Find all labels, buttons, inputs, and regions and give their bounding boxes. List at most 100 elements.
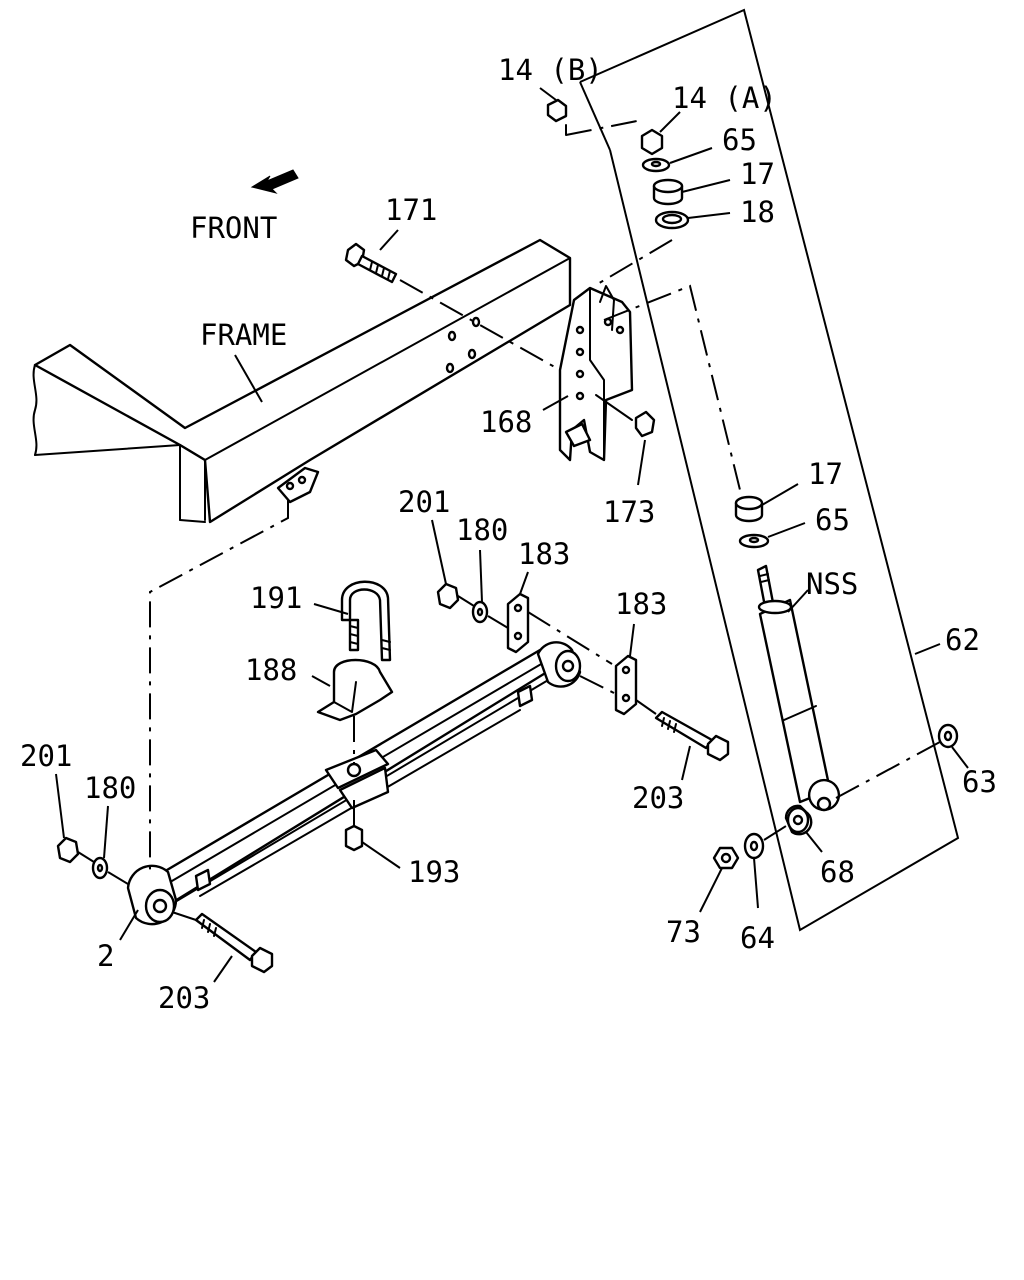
leader-73 (699, 867, 723, 913)
callout-168: 168 (480, 405, 532, 439)
leader-180-left (103, 805, 109, 859)
washer-64 (743, 832, 765, 860)
bushing-17-mid (734, 495, 764, 523)
leader-64 (753, 857, 759, 909)
callout-62: 62 (945, 623, 980, 657)
leader-14b (539, 87, 557, 101)
frame-leader (234, 354, 263, 403)
axis-203-right (635, 699, 657, 715)
leader-17-top (681, 179, 731, 193)
axis-63 (835, 741, 941, 799)
saddle-188 (316, 658, 394, 722)
leader-17-mid (761, 483, 799, 506)
callout-173: 173 (603, 495, 655, 529)
washer-180-left (91, 856, 109, 880)
leader-203-right (681, 745, 691, 781)
callout-68: 68 (820, 855, 855, 889)
axis-shackle (487, 611, 613, 665)
leader-201-left (55, 773, 65, 839)
leader-203-left (213, 955, 233, 983)
frame-rail (32, 238, 572, 524)
shackle-plate-183-a (506, 592, 530, 654)
axis-203-left (171, 911, 197, 921)
leader-62 (914, 643, 941, 655)
leader-188 (311, 675, 331, 687)
bushing-17-top (652, 178, 684, 206)
front-label: FRONT (190, 211, 277, 245)
axis-shock-top (603, 284, 741, 491)
washer-65-top (641, 157, 671, 173)
leader-168 (542, 395, 569, 411)
washer-65-mid (738, 533, 770, 549)
leader-18 (687, 212, 731, 219)
callout-65-top: 65 (722, 123, 757, 157)
callout-183-b: 183 (615, 587, 667, 621)
callout-171: 171 (385, 193, 437, 227)
callout-2: 2 (97, 939, 114, 973)
leader-65-mid (767, 522, 806, 538)
leader-65-top (669, 147, 713, 164)
leader-14a (659, 111, 681, 133)
u-bolt-191 (340, 580, 392, 662)
shock-absorber-nss (756, 564, 841, 812)
washer-180-right (471, 600, 489, 624)
leader-193 (361, 841, 401, 869)
axis-68 (763, 825, 787, 841)
callout-201-left: 201 (20, 739, 72, 773)
bolt-171 (344, 242, 398, 284)
callout-14a: 14 (A) (672, 81, 777, 115)
callout-18: 18 (740, 195, 775, 229)
axis-180-right (457, 595, 475, 607)
callout-180-right: 180 (456, 513, 508, 547)
leader-201-right (431, 519, 447, 585)
callout-188: 188 (245, 653, 297, 687)
callout-65-mid: 65 (815, 503, 850, 537)
leader-183-b (629, 623, 635, 657)
front-arrow-icon (250, 169, 299, 194)
leader-nss (787, 589, 809, 613)
leader-183-a (519, 571, 529, 595)
callout-14b: 14 (B) (498, 53, 603, 87)
axis-front-eye (77, 851, 129, 885)
callout-191: 191 (250, 581, 302, 615)
bolt-203-right (654, 710, 730, 762)
bushing-68 (784, 804, 813, 836)
axis-171 (399, 279, 561, 371)
leader-180-right (479, 549, 483, 603)
leader-171 (379, 229, 399, 251)
bolt-203-left (194, 912, 274, 974)
leader-173 (637, 439, 646, 486)
kit-bracket-62 (579, 8, 960, 932)
nut-201-left (56, 836, 80, 864)
leader-2 (119, 909, 139, 941)
axis-upper-stack (595, 239, 673, 286)
callout-203-right: 203 (632, 781, 684, 815)
callout-nss: NSS (806, 567, 858, 601)
washer-63 (937, 723, 959, 749)
callout-73: 73 (666, 915, 701, 949)
callout-193: 193 (408, 855, 460, 889)
callout-180-left: 180 (84, 771, 136, 805)
callout-64: 64 (740, 921, 775, 955)
nut-73 (712, 846, 740, 870)
shock-bracket-168 (558, 285, 634, 462)
callout-63: 63 (962, 765, 997, 799)
nut-14b (546, 98, 568, 123)
nut-14a (640, 128, 664, 156)
bracket-62-top (579, 81, 611, 151)
axis-frame-hanger (149, 500, 289, 872)
retainer-18 (654, 210, 690, 230)
shackle-plate-183-b (614, 654, 638, 716)
callout-17-mid: 17 (808, 457, 843, 491)
leader-68 (805, 831, 823, 853)
callout-203-left: 203 (158, 981, 210, 1015)
nut-193 (344, 824, 364, 852)
callout-183-a: 183 (518, 537, 570, 571)
callout-201-right: 201 (398, 485, 450, 519)
link-14 (565, 119, 643, 136)
nut-201-right (436, 582, 460, 610)
axis-eye-rear (579, 675, 617, 695)
leader-191 (313, 603, 349, 615)
callout-17-top: 17 (740, 157, 775, 191)
